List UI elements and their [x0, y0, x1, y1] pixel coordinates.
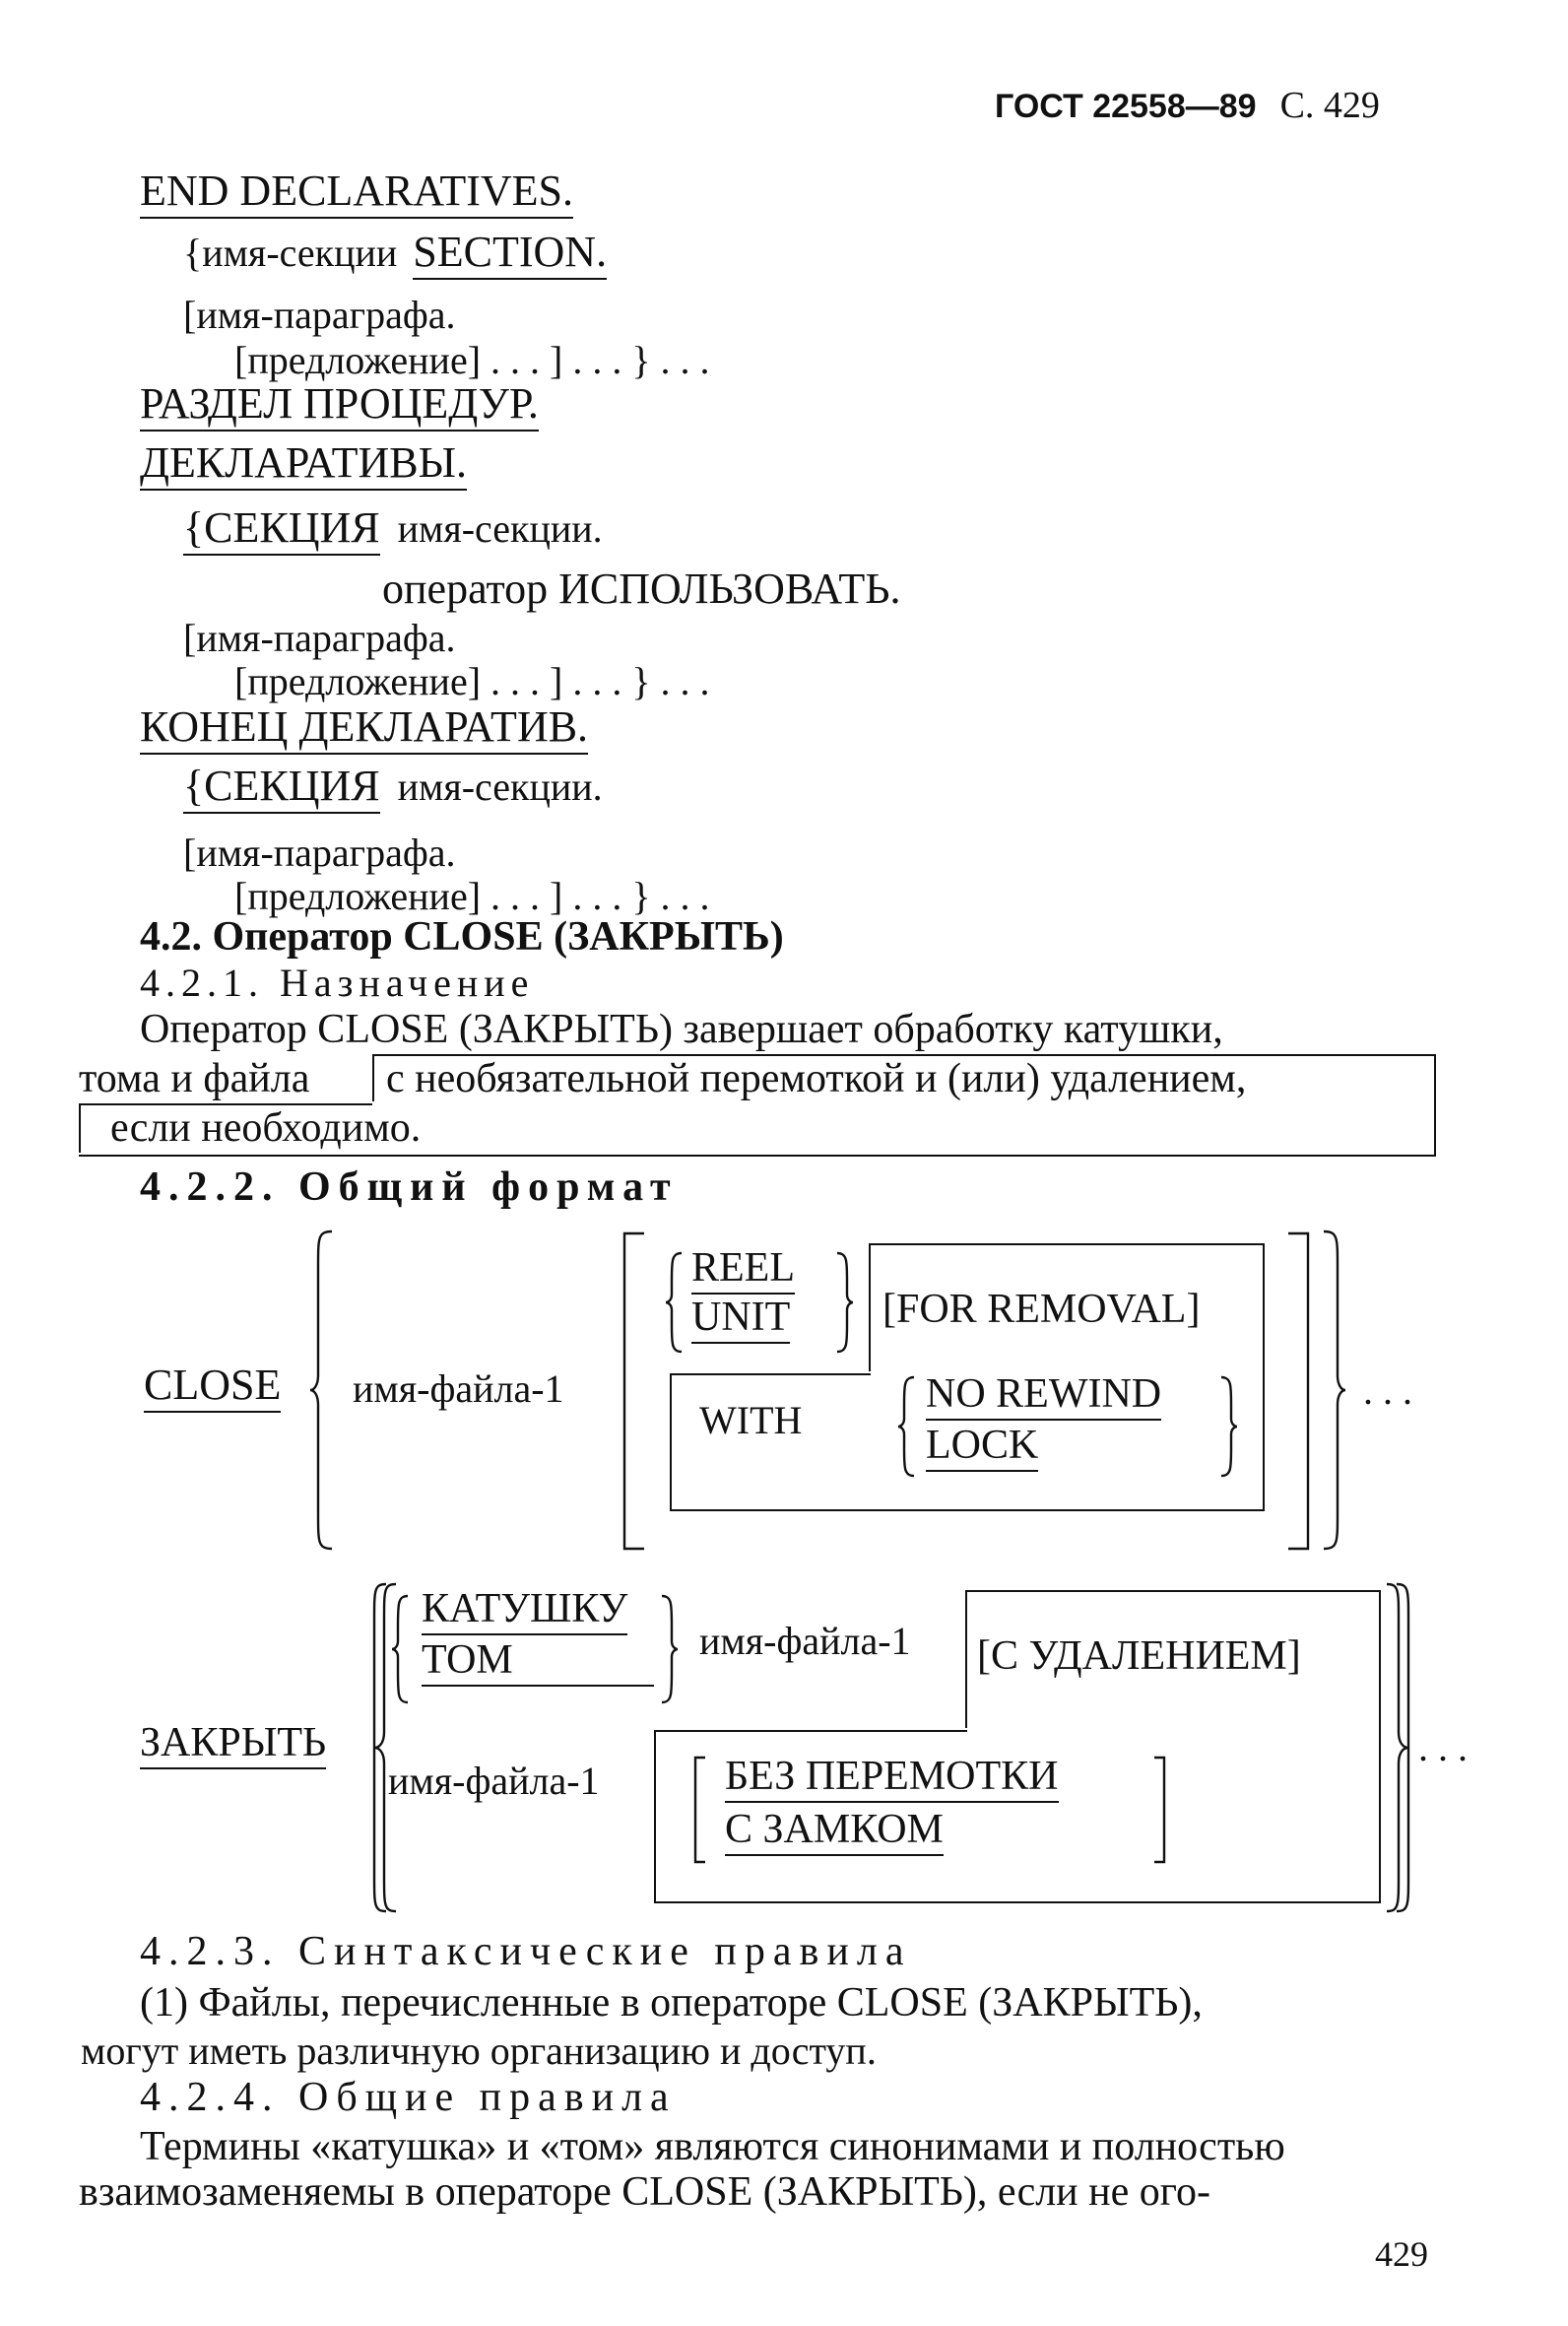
syntax-rule-line-2: могут иметь различную организацию и дост…	[81, 2028, 877, 2073]
subsection-syntax-rules: 4.2.3. Синтаксические правила	[140, 1929, 912, 1974]
ru-rewind-box-bottom	[654, 1901, 1381, 1903]
change-box-top	[372, 1054, 1436, 1056]
ru-tom: ТОМ	[422, 1637, 513, 1687]
en-lock: LOCK	[926, 1423, 1039, 1472]
en-file-name: имя-файла-1	[353, 1366, 564, 1411]
line-section-name: {имя-секции SECTION.	[183, 228, 608, 280]
purpose-line-2a: тома и файла	[79, 1056, 310, 1105]
ru-no-rewind: БЕЗ ПЕРЕМОТКИ	[725, 1754, 1059, 1803]
ru-ellipsis: . . .	[1418, 1725, 1468, 1769]
en-big-bracket-left	[622, 1231, 644, 1551]
en-reel-keyword: REEL	[691, 1245, 795, 1295]
en-close-keyword: CLOSE	[144, 1361, 282, 1413]
ru-tape-brace-right	[661, 1594, 679, 1704]
line-end-declaratives: END DECLARATIVES.	[140, 166, 573, 219]
line-paragraph-name-ru: [имя-параграфа.	[183, 616, 456, 660]
en-rewind-brace-left	[897, 1375, 915, 1478]
line-section-ru: {СЕКЦИЯ имя-секции.	[183, 503, 603, 556]
en-removal-box-top	[869, 1243, 1263, 1245]
en-outer-brace-left	[309, 1229, 333, 1551]
ru-rewind-box-left	[654, 1730, 656, 1903]
ru-rewind-bracket-right	[1154, 1756, 1166, 1864]
en-with-box-left	[670, 1373, 672, 1511]
ru-rewind-bracket-left	[693, 1756, 705, 1864]
en-with-box-right	[1263, 1243, 1265, 1511]
ru-removal: [С УДАЛЕНИЕМ]	[977, 1633, 1301, 1679]
syntax-rule-line-1: (1) Файлы, перечисленные в операторе CLO…	[140, 1980, 1203, 2026]
general-rule-line-1: Термины «катушка» и «том» являются синон…	[140, 2124, 1285, 2169]
change-box-left2	[79, 1103, 81, 1153]
change-box-bottom	[79, 1155, 1436, 1157]
en-reel-brace-right	[836, 1251, 854, 1354]
ru-removal-box-left	[965, 1590, 967, 1728]
en-unit-keyword: UNIT	[691, 1295, 791, 1344]
gost-number: ГОСТ 22558—89	[995, 88, 1257, 125]
ru-rewind-box-right	[1379, 1590, 1381, 1903]
en-removal-box-left	[869, 1243, 871, 1371]
line-paragraph-name: [имя-параграфа.	[183, 293, 456, 337]
line-use-statement: оператор ИСПОЛЬЗОВАТЬ.	[382, 565, 901, 613]
change-box-mid	[81, 1103, 372, 1105]
ru-file-name-2: имя-файла-1	[388, 1759, 600, 1803]
line-section-ru-2: {СЕКЦИЯ имя-секции.	[183, 762, 603, 814]
line-paragraph-name-ru-2: [имя-параграфа.	[183, 831, 456, 875]
purpose-line-3: если необходимо.	[110, 1105, 422, 1151]
en-no-rewind: NO REWIND	[926, 1371, 1162, 1421]
ru-tape-brace-left	[391, 1594, 409, 1704]
en-reel-brace-left	[665, 1251, 683, 1354]
running-header: ГОСТ 22558—89 С. 429	[995, 85, 1380, 124]
purpose-line-1: Оператор CLOSE (ЗАКРЫТЬ) завершает обраб…	[140, 1007, 1223, 1052]
subsection-general-rules: 4.2.4. Общие правила	[140, 2075, 677, 2120]
ru-tom-rule	[422, 1685, 654, 1687]
subsection-format: 4.2.2. Общий формат	[140, 1164, 679, 1210]
en-with-box-top	[670, 1373, 871, 1375]
ru-katushku: КАТУШКУ	[422, 1586, 628, 1635]
en-rewind-brace-right	[1220, 1375, 1238, 1478]
purpose-line-2b: с необязательной перемоткой и (или) удал…	[386, 1056, 1247, 1101]
subsection-purpose: 4.2.1. Назначение	[140, 961, 535, 1005]
ru-rewind-box-top	[654, 1730, 967, 1732]
page-number: 429	[1375, 2234, 1428, 2274]
en-outer-brace-right	[1323, 1229, 1346, 1551]
ru-outer-brace-right	[1386, 1582, 1410, 1913]
en-for-removal: [FOR REMOVAL]	[882, 1287, 1201, 1332]
ru-outer-brace-left	[372, 1582, 397, 1913]
general-rule-line-2: взаимозаменяемы в операторе CLOSE (ЗАКРЫ…	[79, 2169, 1210, 2215]
en-ellipsis: . . .	[1363, 1368, 1412, 1413]
en-big-bracket-right	[1288, 1231, 1310, 1551]
page-ref: С. 429	[1279, 85, 1380, 126]
change-box-left	[372, 1056, 374, 1101]
line-sentence: [предложение] . . . ] . . . } . . .	[234, 338, 710, 382]
section-title: 4.2. Оператор CLOSE (ЗАКРЫТЬ)	[140, 914, 784, 960]
en-with-box-bottom	[670, 1509, 1263, 1511]
ru-close-keyword: ЗАКРЫТЬ	[140, 1720, 327, 1769]
line-declaratives: ДЕКЛАРАТИВЫ.	[140, 438, 467, 491]
line-sentence-ru: [предложение] . . . ] . . . } . . .	[234, 659, 710, 703]
ru-lock: С ЗАМКОМ	[725, 1807, 944, 1856]
ru-removal-box-top	[965, 1590, 1379, 1592]
line-end-declaratives-ru: КОНЕЦ ДЕКЛАРАТИВ.	[140, 702, 589, 755]
line-procedure-division: РАЗДЕЛ ПРОЦЕДУР.	[140, 379, 539, 432]
line-sentence-ru-2: [предложение] . . . ] . . . } . . .	[234, 874, 710, 918]
ru-file-name: имя-файла-1	[699, 1619, 911, 1663]
en-with-keyword: WITH	[699, 1398, 803, 1442]
change-box-right	[1434, 1054, 1436, 1157]
